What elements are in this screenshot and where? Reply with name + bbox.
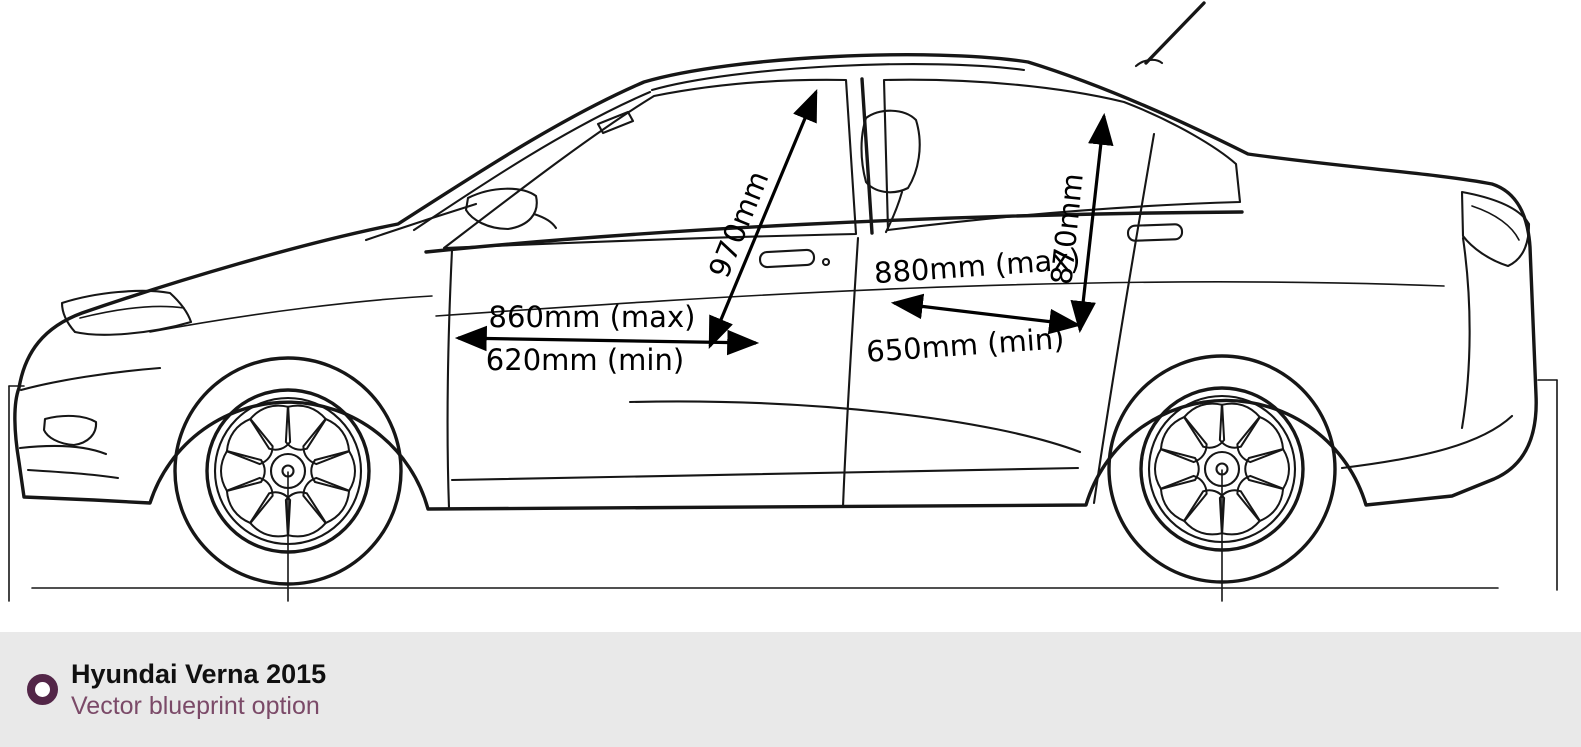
side-windows	[442, 77, 1242, 250]
dimension-label-rear-door-height: 870mm	[1044, 172, 1090, 287]
dimension-label-rear-door-width-min: 650mm (min)	[865, 321, 1065, 369]
dimension-annotations: 970mm 860mm (max) 620mm (min) 880mm (max…	[454, 89, 1114, 377]
antenna	[1144, 1, 1206, 65]
rear-door-handle	[1126, 223, 1184, 242]
seat-headrest	[860, 109, 921, 194]
rearview-mirror	[596, 110, 635, 135]
front-door-rear-seam	[841, 236, 860, 509]
vehicle-subtitle: Vector blueprint option	[71, 691, 320, 720]
dimension-label-front-door-width-min: 620mm (min)	[486, 343, 684, 377]
front-door-seam	[446, 248, 454, 510]
dimension-arrow-rear-door-width	[890, 293, 1082, 335]
dimension-arrow-rear-door-height	[1070, 112, 1114, 334]
footer-text: Hyundai Verna 2015 Vector blueprint opti…	[71, 658, 326, 720]
reference-lines	[8, 379, 1558, 602]
fog-lamp	[42, 414, 98, 447]
dimension-label-front-door-height: 970mm	[702, 166, 775, 282]
taillight	[1460, 190, 1531, 268]
dimension-arrow-front-door-height	[708, 89, 818, 349]
headlight	[60, 289, 193, 336]
ring-logo-icon	[27, 674, 58, 705]
rear-door-seam	[1092, 132, 1156, 505]
blueprint-svg: 970mm 860mm (max) 620mm (min) 880mm (max…	[8, 1, 1558, 602]
b-pillar	[860, 77, 874, 235]
car-body-outline	[13, 53, 1538, 511]
footer-bar: Hyundai Verna 2015 Vector blueprint opti…	[0, 632, 1581, 747]
dimension-label-front-door-width-max: 860mm (max)	[489, 300, 696, 334]
vehicle-title: Hyundai Verna 2015	[71, 659, 327, 690]
dimension-arrow-front-door-width	[454, 325, 760, 356]
front-door-handle	[758, 248, 816, 269]
side-mirror	[464, 187, 538, 231]
